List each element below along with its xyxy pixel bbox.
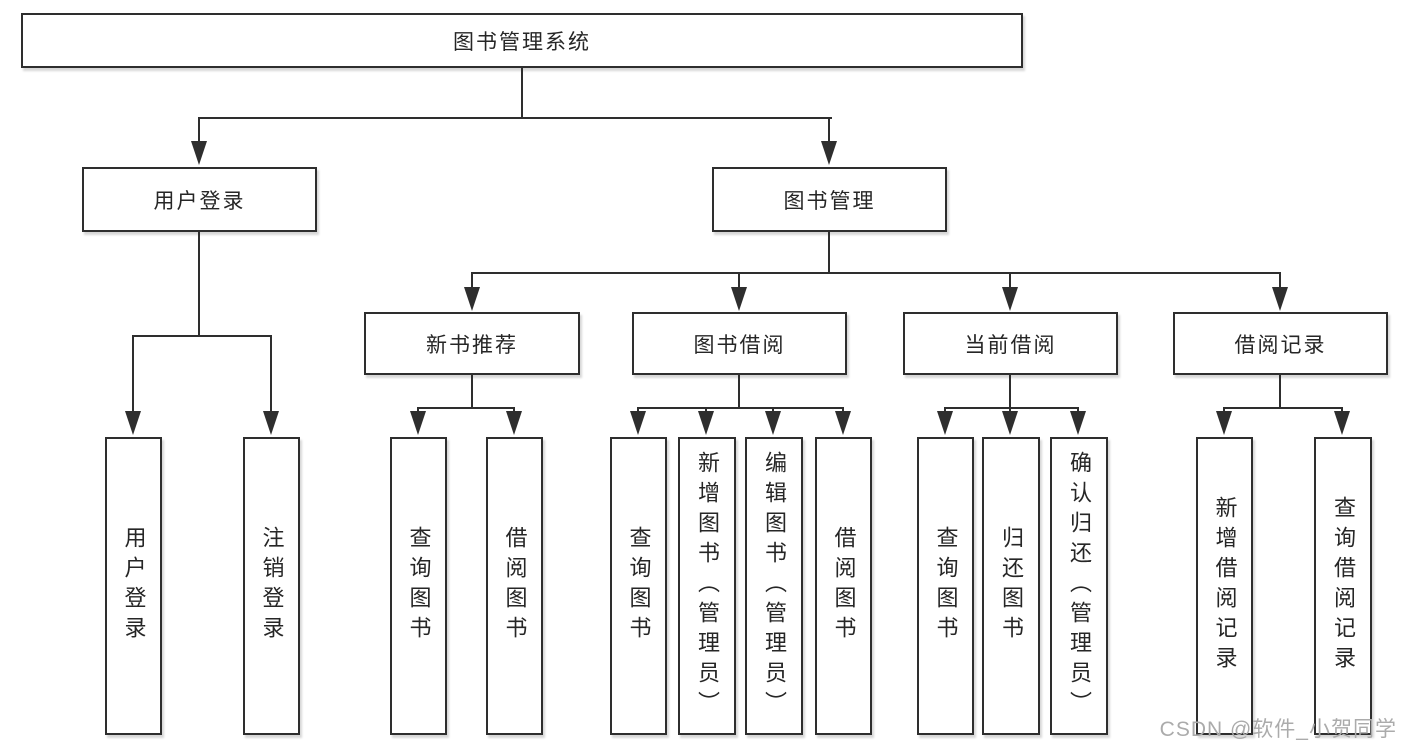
arrowhead-down-icon [630, 411, 646, 435]
node-label: 查询借阅记录 [1331, 496, 1356, 676]
connector-line [417, 407, 515, 409]
node-book-borrow: 图书借阅 [632, 312, 847, 375]
connector-line [471, 272, 473, 288]
node-label: 借阅图书 [831, 526, 857, 646]
node-new-book-recommend: 新书推荐 [364, 312, 580, 375]
arrowhead-down-icon [191, 141, 207, 165]
node-label: 借阅图书 [502, 526, 528, 646]
connector-line [1223, 407, 1343, 409]
connector-line [842, 407, 844, 413]
leaf-query-books-recommend: 查询图书 [390, 437, 447, 735]
connector-line [637, 407, 844, 409]
arrowhead-down-icon [506, 411, 522, 435]
connector-line [132, 335, 272, 337]
connector-line [1009, 272, 1011, 288]
connector-line [1009, 375, 1011, 408]
node-label: 归还图书 [999, 526, 1024, 646]
arrowhead-down-icon [821, 141, 837, 165]
connector-line [132, 335, 134, 415]
connector-line [637, 407, 639, 413]
connector-line [198, 232, 200, 337]
leaf-query-books-current: 查询图书 [917, 437, 974, 735]
node-label: 用户登录 [153, 189, 246, 213]
leaf-edit-books-admin: 编辑图书（管理员） [745, 437, 803, 735]
leaf-user-login: 用户登录 [105, 437, 162, 735]
connector-line [944, 407, 946, 413]
node-label: 查询图书 [406, 526, 432, 646]
arrowhead-down-icon [125, 411, 141, 435]
connector-line [471, 272, 1281, 274]
arrowhead-down-icon [1216, 411, 1232, 435]
connector-line [738, 272, 740, 288]
connector-line [471, 375, 473, 408]
node-root-system: 图书管理系统 [21, 13, 1023, 68]
node-label: 当前借阅 [964, 333, 1057, 357]
leaf-add-books-admin: 新增图书（管理员） [678, 437, 736, 735]
arrowhead-down-icon [263, 411, 279, 435]
leaf-query-books-borrow: 查询图书 [610, 437, 667, 735]
node-user-login: 用户登录 [82, 167, 317, 232]
connector-line [772, 407, 774, 413]
connector-line [1279, 375, 1281, 408]
connector-line [270, 335, 272, 415]
node-label: 图书管理系统 [453, 30, 591, 54]
connector-line [1077, 407, 1079, 413]
node-label: 新增借阅记录 [1212, 496, 1238, 676]
node-book-management: 图书管理 [712, 167, 947, 232]
connector-line [828, 117, 830, 144]
connector-line [828, 232, 830, 274]
csdn-watermark: CSDN @软件_小贺同学 [1159, 718, 1397, 741]
node-label: 新书推荐 [426, 333, 518, 357]
connector-line [198, 117, 200, 144]
node-label: 新增图书（管理员） [695, 451, 720, 721]
node-label: 图书管理 [783, 189, 876, 213]
node-label: 注销登录 [259, 526, 285, 646]
node-label: 查询图书 [626, 526, 652, 646]
leaf-logout: 注销登录 [243, 437, 300, 735]
connector-line [738, 375, 740, 408]
arrowhead-down-icon [937, 411, 953, 435]
node-label: 查询图书 [933, 526, 959, 646]
connector-line [513, 407, 515, 413]
connector-line [521, 68, 523, 118]
arrowhead-down-icon [835, 411, 851, 435]
arrowhead-down-icon [765, 411, 781, 435]
leaf-borrow-books: 借阅图书 [815, 437, 872, 735]
node-borrow-records: 借阅记录 [1173, 312, 1388, 375]
arrowhead-down-icon [410, 411, 426, 435]
arrowhead-down-icon [731, 287, 747, 311]
arrowhead-down-icon [1002, 411, 1018, 435]
node-label: 编辑图书（管理员） [762, 451, 787, 721]
connector-line [417, 407, 419, 413]
node-label: 用户登录 [121, 526, 147, 646]
leaf-add-borrow-record: 新增借阅记录 [1196, 437, 1253, 735]
arrowhead-down-icon [698, 411, 714, 435]
arrowhead-down-icon [1272, 287, 1288, 311]
arrowhead-down-icon [464, 287, 480, 311]
leaf-confirm-return-admin: 确认归还（管理员） [1050, 437, 1108, 735]
leaf-return-books: 归还图书 [982, 437, 1040, 735]
node-label: 借阅记录 [1234, 333, 1327, 357]
connector-line [1279, 272, 1281, 288]
leaf-query-borrow-record: 查询借阅记录 [1314, 437, 1372, 735]
connector-line [1223, 407, 1225, 413]
connector-line [944, 407, 1079, 409]
connector-line [1341, 407, 1343, 413]
node-label: 图书借阅 [693, 333, 786, 357]
connector-line [1009, 407, 1011, 413]
arrowhead-down-icon [1070, 411, 1086, 435]
leaf-borrow-books-recommend: 借阅图书 [486, 437, 543, 735]
connector-line [198, 117, 832, 119]
arrowhead-down-icon [1002, 287, 1018, 311]
node-label: 确认归还（管理员） [1067, 451, 1092, 721]
connector-line [705, 407, 707, 413]
node-current-borrow: 当前借阅 [903, 312, 1118, 375]
arrowhead-down-icon [1334, 411, 1350, 435]
